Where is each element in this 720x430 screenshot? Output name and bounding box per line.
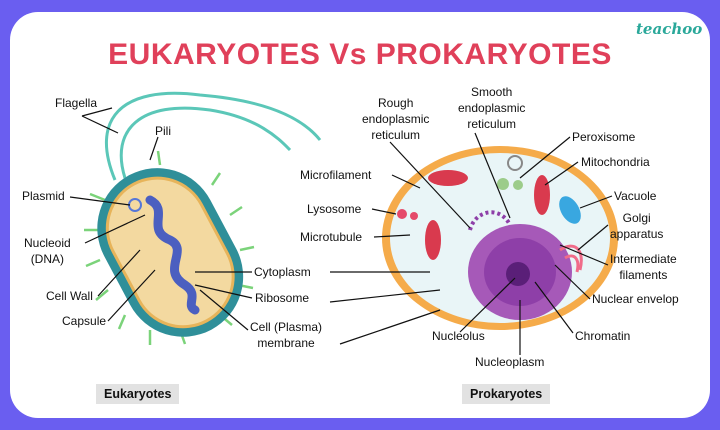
label-chromatin: Chromatin [575,329,631,343]
label-nucleoid-line2: (DNA) [30,252,65,266]
label-flagella: Flagella [55,96,98,110]
label-cytoplasm: Cytoplasm [254,265,311,279]
label-microfilament: Microfilament [300,168,372,182]
label-smooth-line3: reticulum [467,117,517,131]
label-rough-line1: Rough [378,96,414,110]
bacterial-cell [84,91,322,345]
label-smooth-line2: endoplasmic [458,101,526,115]
label-nucleolus: Nucleolus [432,329,485,343]
label-golgi-line2: apparatus [610,227,664,241]
label-capsule: Capsule [62,314,107,328]
label-rough-er: Rough endoplasmic reticulum [362,95,429,143]
label-cell-wall: Cell Wall [46,289,93,303]
page-title: EUKARYOTES Vs PROKARYOTES [108,38,612,71]
label-rough-line3: reticulum [371,128,421,142]
label-peroxisome: Peroxisome [572,130,636,144]
label-membrane-line1: Cell (Plasma) [250,320,323,334]
label-intermediate-line2: filaments [619,268,668,282]
label-rough-line2: endoplasmic [362,112,430,126]
label-cell-membrane: Cell (Plasma) membrane [250,319,322,351]
label-ribosome: Ribosome [255,291,310,305]
label-pili: Pili [155,124,172,138]
label-nuclear-envelop: Nuclear envelop [592,292,679,306]
teachoo-logo: teachoo [636,20,703,38]
label-nucleoid-line1: Nucleoid [24,236,71,250]
label-mitochondria: Mitochondria [581,155,650,169]
label-smooth-line1: Smooth [471,85,513,99]
label-lysosome: Lysosome [307,202,362,216]
label-nucleoid: Nucleoid (DNA) [24,235,71,267]
label-nucleoplasm: Nucleoplasm [475,355,545,369]
label-golgi-line1: Golgi [622,211,651,225]
leader-lines [69,107,613,355]
label-microtubule: Microtubule [300,230,363,244]
label-intermediate-filaments: Intermediate filaments [610,251,677,283]
label-membrane-line2: membrane [257,336,315,350]
animal-cell [382,146,618,330]
label-plasmid: Plasmid [22,189,65,203]
label-smooth-er: Smooth endoplasmic reticulum [458,84,525,132]
label-vacuole: Vacuole [614,189,657,203]
caption-eukaryotes: Eukaryotes [96,384,180,404]
caption-prokaryotes: Prokaryotes [462,384,551,404]
label-intermediate-line1: Intermediate [610,252,677,266]
label-golgi: Golgi apparatus [610,210,663,242]
